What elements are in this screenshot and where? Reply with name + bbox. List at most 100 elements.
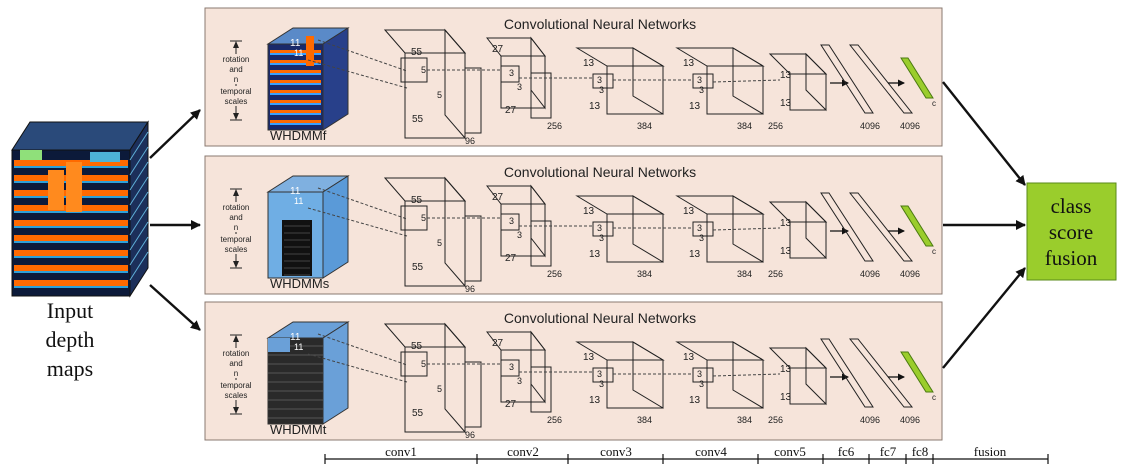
conv5-volume <box>768 200 828 260</box>
cube-size-label: 11 <box>290 186 301 197</box>
whdmm-name: WHDMMt <box>270 422 327 437</box>
input-label-line-1: Input <box>47 298 93 323</box>
fusion-label-line-2: score <box>1049 220 1093 244</box>
fusion-label-line-3: fusion <box>1045 246 1098 270</box>
axis-label-fc6: fc6 <box>838 444 855 459</box>
fc6-size-label: 4096 <box>860 415 880 425</box>
conv2-output-slab <box>530 72 552 119</box>
fc8-output-slab <box>900 57 934 99</box>
conv1-size-label-2: 55 <box>412 408 424 419</box>
rotation-label-word: temporal <box>220 381 251 390</box>
cube-size-label: 11 <box>290 332 301 343</box>
rotation-label-word: and <box>229 359 242 368</box>
rotation-label-word: scales <box>225 97 248 106</box>
conv1-size-label-2: 55 <box>412 114 424 125</box>
conv5-size-label: 13 <box>780 218 792 229</box>
conv1-depth-label: 96 <box>465 430 475 440</box>
conv1-size-label: 55 <box>411 47 423 58</box>
axis-label-conv4: conv4 <box>695 444 727 459</box>
rotation-label-word: n <box>234 75 238 84</box>
conv3-kernel-label: 3 <box>599 233 604 243</box>
conv2-output-slab <box>530 366 552 413</box>
conv1-kernel-label: 5 <box>437 90 442 100</box>
conv4-kernel-label: 3 <box>699 85 704 95</box>
conv1-output-slab <box>464 67 482 134</box>
conv1-kernel-label: 5 <box>421 213 426 223</box>
conv5-size-label: 13 <box>780 364 792 375</box>
rotation-label-word: n <box>234 369 238 378</box>
cnn-panel-bottom: Convolutional Neural Networksrotationand… <box>204 301 943 441</box>
rotation-label-word: temporal <box>220 87 251 96</box>
conv5-size-label-2: 13 <box>780 98 792 109</box>
axis-label-conv1: conv1 <box>385 444 417 459</box>
conv5-size-label-2: 13 <box>780 246 792 257</box>
conv4-size-label-2: 13 <box>689 249 701 260</box>
conv4-kernel-label: 3 <box>697 369 702 379</box>
conv4-volume <box>675 341 765 409</box>
rotation-label-word: and <box>229 65 242 74</box>
conv1-kernel-label: 5 <box>437 238 442 248</box>
fc7-size-label: 4096 <box>900 415 920 425</box>
conv5-depth-label: 256 <box>768 269 783 279</box>
conv1-depth-label: 96 <box>465 136 475 146</box>
fc6-slab <box>820 192 874 262</box>
conv1-size-label-2: 55 <box>412 262 424 273</box>
conv2-depth-label: 256 <box>547 415 562 425</box>
conv2-size-label: 27 <box>492 338 504 349</box>
conv2-kernel <box>500 65 520 83</box>
conv2-kernel-label: 3 <box>517 82 522 92</box>
conv2-kernel <box>500 359 520 377</box>
whdmm-name: WHDMMs <box>270 276 330 291</box>
conv1-kernel-label: 5 <box>421 65 426 75</box>
rotation-label-word: and <box>229 213 242 222</box>
conv2-size-label-2: 27 <box>505 253 517 264</box>
panel-title: Convolutional Neural Networks <box>504 164 696 180</box>
arrow-top-to-fusion <box>942 81 1026 186</box>
conv4-volume <box>675 195 765 263</box>
conv4-size-label-2: 13 <box>689 395 701 406</box>
conv3-kernel-label: 3 <box>597 75 602 85</box>
conv2-depth-label: 256 <box>547 121 562 131</box>
conv3-kernel <box>592 221 614 237</box>
conv5-size-label-2: 13 <box>780 392 792 403</box>
conv4-size-label: 13 <box>683 352 695 363</box>
fc7-slab <box>848 192 914 262</box>
conv5-volume <box>768 346 828 406</box>
input-label-line-2: depth <box>46 327 95 352</box>
axis-label-conv2: conv2 <box>507 444 539 459</box>
rotation-label-word: scales <box>225 245 248 254</box>
conv1-output-slab <box>464 215 482 282</box>
cube-size-label: 11 <box>294 48 303 58</box>
conv1-size-label: 55 <box>411 195 423 206</box>
conv1-output-slab <box>464 361 482 428</box>
axis-label-fc7: fc7 <box>880 444 897 459</box>
conv3-kernel-label: 3 <box>599 85 604 95</box>
conv3-size-label-2: 13 <box>589 249 601 260</box>
conv2-kernel-label: 3 <box>509 68 514 78</box>
conv5-size-label: 13 <box>780 70 792 81</box>
conv2-kernel-label: 3 <box>517 376 522 386</box>
whdmm-name: WHDMMf <box>270 128 327 143</box>
output-class-label: c <box>932 247 936 256</box>
arrow-bottom-to-fusion <box>942 267 1026 369</box>
conv3-kernel-label: 3 <box>597 369 602 379</box>
fc8-output-slab <box>900 351 934 393</box>
rotation-label-word: rotation <box>223 203 250 212</box>
rotation-label-word: n <box>234 223 238 232</box>
conv4-kernel-label: 3 <box>699 379 704 389</box>
conv4-depth-label: 384 <box>737 121 752 131</box>
conv4-size-label: 13 <box>683 58 695 69</box>
conv4-kernel <box>692 221 714 237</box>
conv4-kernel-label: 3 <box>699 233 704 243</box>
cnn-panel-middle: Convolutional Neural Networks rotationand… <box>204 155 943 295</box>
conv4-size-label: 13 <box>683 206 695 217</box>
conv4-kernel <box>692 73 714 89</box>
conv4-kernel <box>692 367 714 383</box>
fc8-output-slab <box>900 205 934 247</box>
conv3-volume <box>575 341 665 409</box>
